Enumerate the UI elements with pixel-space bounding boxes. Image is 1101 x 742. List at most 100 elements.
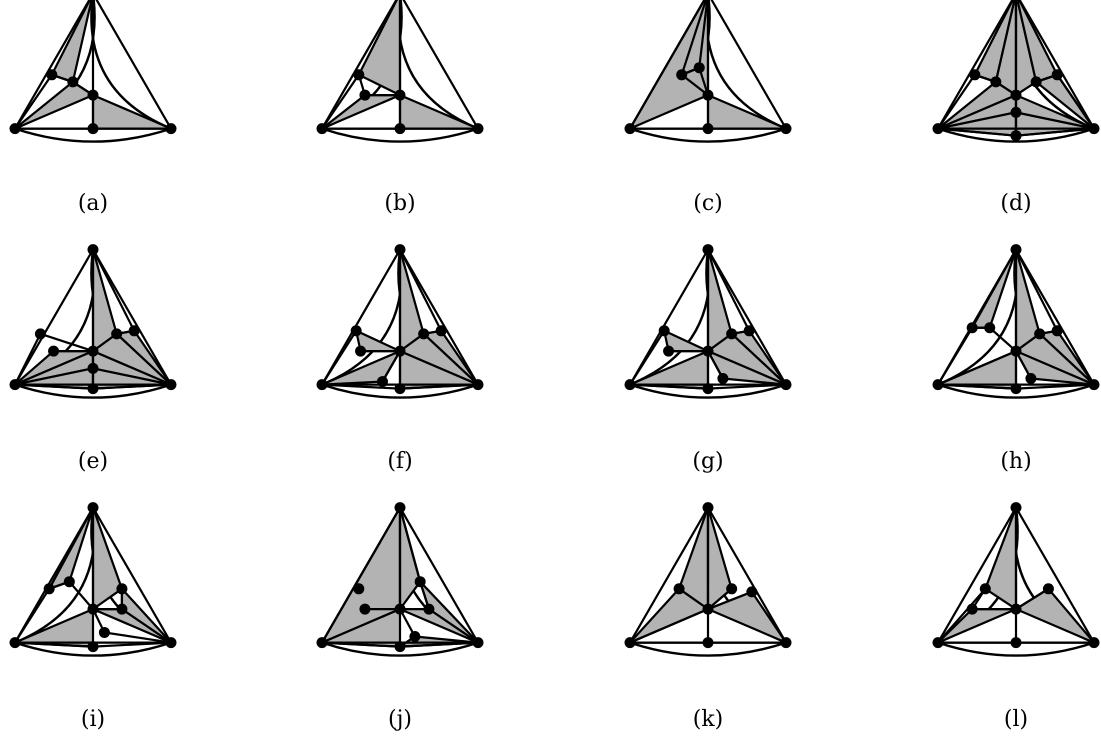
vertex-dot [87,502,99,514]
edge [14,249,94,386]
shaded-face [357,0,402,97]
vertex-dot [63,576,75,588]
edge [14,641,94,648]
vertex-dot [394,383,406,395]
edge [1018,0,1095,130]
graph-b: (b) [316,0,484,216]
vertex-dot [984,322,996,334]
graph-l: (l) [932,502,1100,732]
outer-arc [629,641,787,657]
edge [48,507,94,590]
edge [92,641,172,648]
edge [1015,249,1059,332]
edge [321,74,360,130]
vertex-dot [87,89,99,101]
edge [321,507,401,644]
graph-label: (e) [78,449,108,474]
edge [92,383,172,390]
graph-h: (h) [932,244,1100,474]
vertex-dot [932,379,944,391]
graphs-layer: (a)(b)(c)(d)(e)(f)(g)(h)(i)(j)(k)(l) [9,0,1100,732]
vertex-dot [87,603,99,615]
edge [399,507,479,644]
vertex-dot [969,69,981,81]
edge [707,249,751,332]
vertex-dot [43,583,55,595]
vertex-dot [702,637,714,649]
vertex-dot [165,123,177,135]
edge [14,74,53,130]
shaded-face [1014,587,1096,644]
vertex-dot [394,123,406,135]
edge [681,73,709,96]
vertex-dot [726,328,738,340]
vertex-dot [316,123,328,135]
shaded-face [706,506,733,611]
vertex-dot [350,325,362,337]
vertex-dot [743,325,755,337]
graph-label: (b) [384,191,415,216]
vertex-dot [355,345,367,357]
vertex-dot [1010,345,1022,357]
vertex-dot [316,637,328,649]
vertex-dot [409,631,421,643]
edge [937,507,1017,644]
edge [707,590,753,611]
vertex-dot [1010,106,1022,118]
vertex-dot [111,328,123,340]
vertex-dot [1010,383,1022,395]
outer-arc [321,127,479,143]
edge [14,333,42,386]
vertex-dot [1051,325,1063,337]
edge [402,0,479,130]
edge [629,330,666,386]
vertex-dot [87,383,99,395]
vertex-dot [702,383,714,395]
edge [92,249,136,332]
vertex-dot [780,379,792,391]
graph-e: (e) [9,244,177,474]
edge [629,0,706,130]
shaded-face [13,607,95,648]
shaded-face [706,93,788,130]
vertex-dot [966,603,978,615]
graph-a: (a) [9,0,177,216]
graph-c: (c) [624,0,792,216]
vertex-dot [1010,637,1022,649]
vertex-dot [34,328,46,340]
graph-label: (k) [693,707,724,732]
graph-label: (a) [78,191,108,216]
vertex-dot [359,89,371,101]
graph-j: (j) [316,502,484,732]
vertex-dot [658,325,670,337]
outer-arc [14,641,172,657]
edge [399,249,443,332]
vertex-dot [1034,328,1046,340]
edge [398,507,422,582]
edge [937,127,1017,137]
vertex-dot [1010,502,1022,514]
edge [95,0,172,130]
vertex-dot [165,379,177,391]
graph-k: (k) [624,502,792,732]
vertex-dot [673,583,685,595]
vertex-dot [98,626,110,638]
vertex-dot [990,76,1002,88]
graph-i: (i) [9,502,177,732]
shaded-face [398,93,480,130]
edge [399,249,479,386]
vertex-dot [780,123,792,135]
vertex-dot [1088,637,1100,649]
vertex-dot [1030,76,1042,88]
vertex-dot [702,502,714,514]
vertex-dot [435,325,447,337]
graph-label: (l) [1004,707,1028,732]
vertex-dot [9,637,21,649]
vertex-dot [624,379,636,391]
outer-arc [14,383,172,399]
vertex-dot [1010,130,1022,142]
graph-label: (h) [1000,449,1031,474]
edge [629,608,709,644]
graph-d: (d) [932,0,1100,216]
